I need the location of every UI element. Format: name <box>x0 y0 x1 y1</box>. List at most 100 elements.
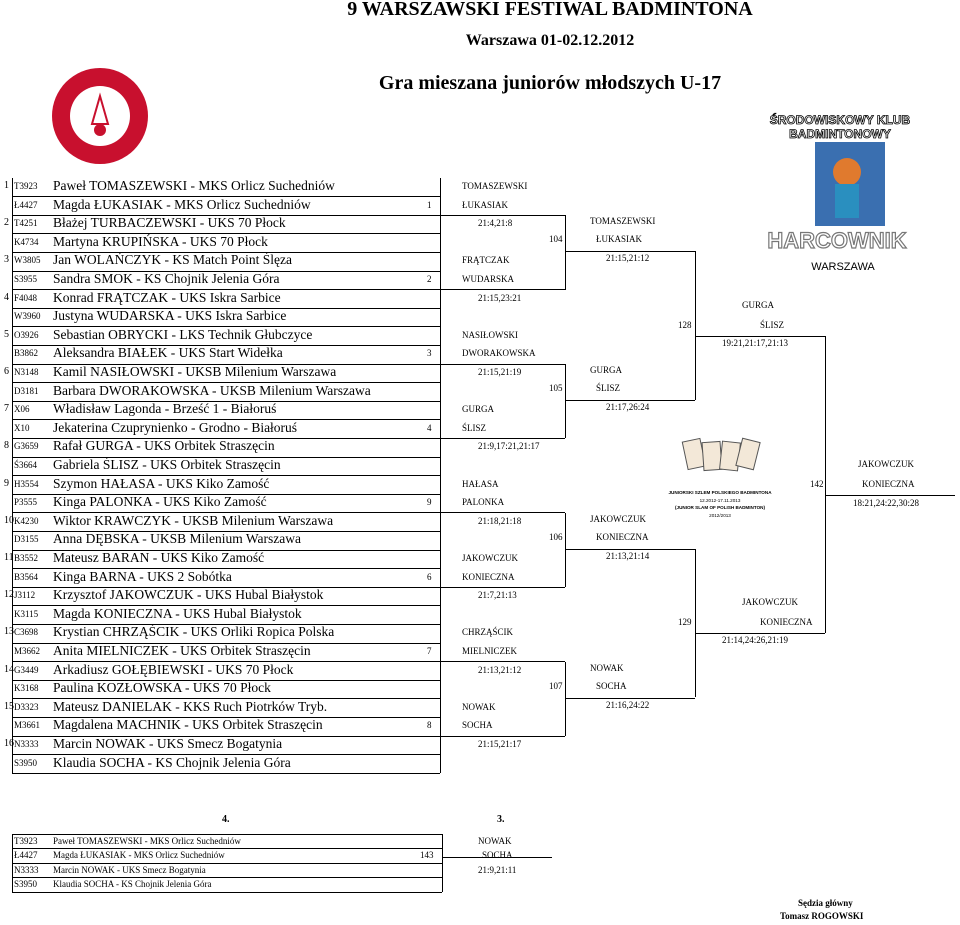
round2-winner: KONIECZNA <box>596 531 649 542</box>
round1-winner: FRĄTCZAK <box>462 255 510 266</box>
round3-score: 21:14,24:26,21:19 <box>722 635 789 646</box>
bracket-line <box>12 736 13 774</box>
round2-winner: SOCHA <box>596 680 627 691</box>
player-name: Konrad FRĄTCZAK - UKS Iskra Sarbice <box>53 289 281 305</box>
player-name: Magda ŁUKASIAK - MKS Orlicz Suchedniów <box>53 196 311 212</box>
svg-text:JUNIORSKI SZLEM POLSKIEGO BADM: JUNIORSKI SZLEM POLSKIEGO BADMINTONA <box>668 490 772 495</box>
player-name: Paulina KOZŁOWSKA - UKS 70 Płock <box>53 680 271 696</box>
entry-number: 12 <box>4 589 14 601</box>
bracket-line <box>12 754 440 756</box>
player-name: Klaudia SOCHA - KS Chojnik Jelenia Góra <box>53 754 291 770</box>
round1-score: 21:15,21:19 <box>478 367 522 377</box>
player-name: Kamil NASIŁOWSKI - UKSB Milenium Warszaw… <box>53 364 337 379</box>
bracket-line <box>12 382 440 384</box>
svg-text:ŚRODOWISKOWY KLUB: ŚRODOWISKOWY KLUB <box>770 112 911 127</box>
player-code: P3555 <box>14 497 38 508</box>
round3-winner: KONIECZNA <box>760 617 813 628</box>
player-name: Sandra SMOK - KS Chojnik Jelenia Góra <box>53 271 280 286</box>
bracket-line <box>12 661 440 663</box>
referee-label: Sędzia główny <box>798 898 853 908</box>
player-name: Anita MIELNICZEK - UKS Orbitek Straszęci… <box>53 643 311 658</box>
bracket-line <box>12 716 440 718</box>
entry-number: 11 <box>4 552 14 563</box>
bracket-line <box>12 289 440 291</box>
player-name: Krzysztof JAKOWCZUK - UKS Hubal Białysto… <box>53 587 324 603</box>
round1-winner: TOMASZEWSKI <box>462 181 528 191</box>
round2-score: 21:13,21:14 <box>606 550 650 561</box>
final-score: 18:21,24:22,30:28 <box>853 498 920 509</box>
round2-winner: GURGA <box>590 364 623 375</box>
tp-winner: SOCHA <box>482 850 513 860</box>
player-code: W3805 <box>14 255 41 266</box>
round2-score: 21:15,21:12 <box>606 253 650 264</box>
player-code: N3333 <box>14 739 39 749</box>
player-code: H3554 <box>14 478 39 489</box>
tp-code: N3333 <box>14 865 39 875</box>
player-name: Arkadiusz GOŁĘBIEWSKI - UKS 70 Płock <box>53 661 294 677</box>
bracket-line <box>12 252 13 290</box>
bracket-line <box>12 587 13 625</box>
pzb-logo <box>50 66 150 166</box>
round1-winner: DWORAKOWSKA <box>462 348 536 359</box>
round1-winner: NOWAK <box>462 701 496 712</box>
player-name: Wiktor KRAWCZYK - UKSB Milenium Warszawa <box>53 512 334 528</box>
bracket-line <box>12 568 440 570</box>
match-number: 107 <box>549 680 563 691</box>
bracket-line <box>12 735 440 737</box>
bracket-line <box>565 215 566 290</box>
svg-text:WARSZAWA: WARSZAWA <box>811 261 875 273</box>
round1-winner: ŁUKASIAK <box>462 199 508 210</box>
tp-code: T3923 <box>14 836 38 846</box>
round1-score: 21:18,21:18 <box>478 515 522 526</box>
entry-number: 10 <box>4 514 14 526</box>
bracket-line <box>12 419 440 421</box>
player-code: M3661 <box>14 720 41 731</box>
match-number: 6 <box>427 571 432 582</box>
entry-number: 5 <box>4 328 9 340</box>
bracket-line <box>12 624 13 662</box>
bracket-line <box>12 623 440 625</box>
entry-number: 1 <box>4 180 9 191</box>
bracket-line <box>12 642 440 644</box>
entry-number: 9 <box>4 477 9 489</box>
player-code: O3926 <box>14 329 39 340</box>
bracket-line <box>440 735 565 737</box>
bracket-line <box>695 548 696 698</box>
player-code: G3659 <box>14 441 39 452</box>
player-code: S3950 <box>14 757 38 768</box>
round1-winner: GURGA <box>462 404 495 415</box>
round1-winner: ŚLISZ <box>462 422 487 433</box>
round1-score: 21:15,23:21 <box>478 292 522 303</box>
bracket-line <box>12 363 440 365</box>
player-code: X06 <box>14 404 30 415</box>
round2-score: 21:16,24:22 <box>606 699 650 710</box>
round1-score: 21:13,21:12 <box>478 664 522 675</box>
bracket-line <box>12 400 440 402</box>
bracket-line <box>440 437 565 439</box>
round1-winner: CHRZĄŚCIK <box>462 627 514 638</box>
player-name: Rafał GURGA - UKS Orbitek Straszęcin <box>53 438 275 454</box>
fourth-place-label: 4. <box>222 814 230 825</box>
round3-winner: JAKOWCZUK <box>742 597 798 608</box>
entry-number: 3 <box>4 254 9 266</box>
bracket-line <box>440 586 565 588</box>
bracket-line <box>12 196 440 198</box>
player-name: Paweł TOMASZEWSKI - MKS Orlicz Suchednió… <box>53 178 335 193</box>
bracket-line <box>12 178 13 216</box>
bracket-line <box>12 772 440 774</box>
club-logo: ŚRODOWISKOWY KLUB BADMINTONOWY HARCOWNIK… <box>765 108 915 278</box>
tp-player: Magda ŁUKASIAK - MKS Orlicz Suchedniów <box>53 850 225 860</box>
final-winner: JAKOWCZUK <box>858 459 914 470</box>
entry-number: 15 <box>4 700 14 712</box>
bracket-line <box>440 512 565 514</box>
round1-winner: KONIECZNA <box>462 571 515 582</box>
player-name: Magda KONIECZNA - UKS Hubal Białystok <box>53 605 302 621</box>
player-name: Mateusz DANIELAK - KKS Ruch Piotrków Try… <box>53 698 328 714</box>
bracket-line <box>565 661 566 736</box>
player-name: Władisław Lagonda - Brześć 1 - Białoruś <box>53 401 277 417</box>
bracket-line <box>440 289 565 291</box>
match-number: 9 <box>427 497 432 508</box>
player-code: G3449 <box>14 664 39 675</box>
round2-winner: TOMASZEWSKI <box>590 216 656 227</box>
entry-number: 2 <box>4 217 9 229</box>
